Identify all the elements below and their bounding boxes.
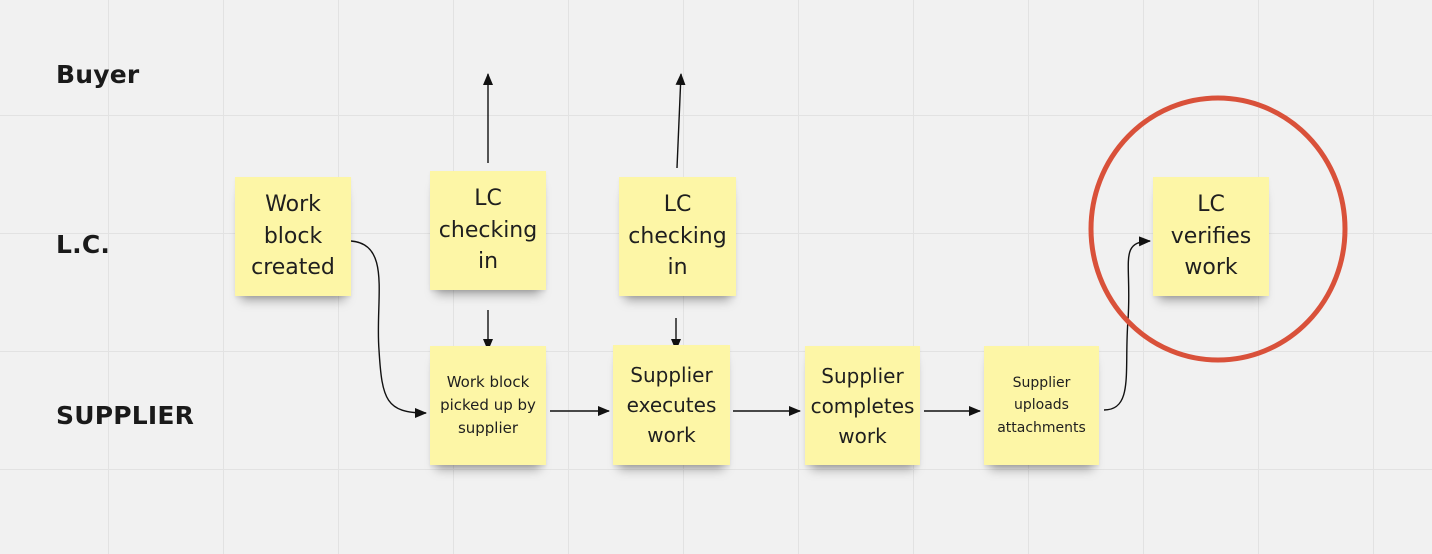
note-work-block-created[interactable]: Work block created <box>235 177 351 296</box>
note-supplier-executes-work-text: Supplier executes work <box>626 363 717 447</box>
lane-label-supplier: SUPPLIER <box>56 401 195 430</box>
note-supplier-uploads-attachments-text: Supplier uploads attachments <box>997 374 1086 436</box>
note-lc-verifies-work[interactable]: LC verifies work <box>1153 177 1269 296</box>
arrow-uploads-to-verifies <box>1103 236 1151 411</box>
note-work-block-picked-up[interactable]: Work block picked up by supplier <box>430 346 546 465</box>
note-supplier-uploads-attachments[interactable]: Supplier uploads attachments <box>984 346 1099 465</box>
lane-label-buyer: Buyer <box>56 60 140 89</box>
arrow-created-to-picked-up <box>350 240 427 418</box>
note-work-block-picked-up-text: Work block picked up by supplier <box>440 372 536 438</box>
note-lc-checking-in-2-text: LC checking in <box>628 191 727 281</box>
note-lc-checking-in-1-text: LC checking in <box>438 185 538 275</box>
note-supplier-executes-work[interactable]: Supplier executes work <box>613 345 730 465</box>
lane-label-lc: L.C. <box>56 230 111 259</box>
note-supplier-completes-work[interactable]: Supplier completes work <box>805 346 920 465</box>
note-lc-verifies-work-text: LC verifies work <box>1170 191 1252 281</box>
note-supplier-completes-work-text: Supplier completes work <box>810 363 915 448</box>
arrow-lc-check-2-to-buyer <box>675 73 686 169</box>
note-lc-checking-in-2[interactable]: LC checking in <box>619 177 736 296</box>
note-lc-checking-in-1[interactable]: LC checking in <box>430 171 546 290</box>
note-work-block-created-text: Work block created <box>251 191 335 281</box>
